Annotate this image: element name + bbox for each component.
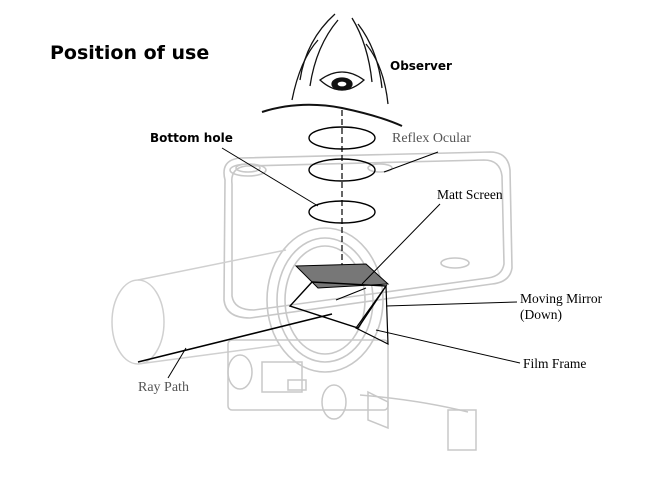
film-frame-label: Film Frame	[523, 356, 587, 371]
lens-barrel	[111, 249, 287, 365]
observer-eye	[261, 13, 403, 127]
bottom-hole-label: Bottom hole	[150, 131, 233, 145]
camera-body	[223, 151, 513, 319]
ocular-lens-1	[308, 126, 376, 150]
ray-path-label: Ray Path	[138, 380, 189, 395]
ray-path-line	[137, 313, 333, 363]
film-frame-plane	[355, 284, 389, 345]
leader-lines	[167, 147, 521, 379]
moving-mirror-label: Moving Mirror (Down)	[520, 291, 602, 323]
reflex-ocular-label: Reflex Ocular	[392, 131, 471, 146]
matt-screen-label: Matt Screen	[437, 187, 503, 202]
moving-mirror	[288, 281, 388, 329]
mirror-edge	[335, 287, 367, 301]
bottom-mechanism	[227, 339, 477, 451]
bottom-hole-lens	[308, 200, 376, 224]
observer-label: Observer	[390, 59, 452, 73]
ocular-lens-2	[308, 158, 376, 182]
moving-mirror-label-line1: Moving Mirror	[520, 291, 603, 306]
moving-mirror-label-line2: (Down)	[520, 307, 562, 322]
diagram-title: Position of use	[50, 42, 210, 64]
lens-mount	[266, 227, 384, 373]
